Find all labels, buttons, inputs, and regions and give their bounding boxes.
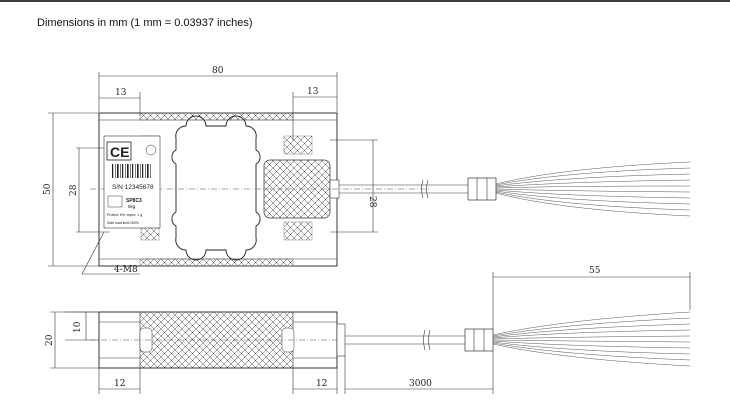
brand-logo-box [107,195,123,208]
label-spec-line: Protect: 6% ±spec: 1 g [107,213,142,217]
side-cable-sleeve [464,328,494,352]
side-view: 20 10 [45,266,691,394]
thread-callout-label: 4-M8 [114,265,138,275]
dim-left-offset-label: 13 [115,88,127,98]
dim-lead-label: 55 [589,266,601,276]
thread-callout: 4-M8 [81,231,140,275]
ce-mark-box [106,141,132,161]
page-heading: Dimensions in mm (1 mm = 0.03937 inches) [37,17,253,29]
barcode [112,164,151,178]
dim-right-end-label: 12 [316,379,327,389]
top-cable [339,177,497,201]
thread-hole-bottom-right [283,221,313,241]
dim-hole-spacing-right-label: 28 [367,196,377,208]
dim-side-inner: 10 [65,311,99,341]
dim-height: 50 [43,112,99,267]
label-safe-load-line: Safe load limit:150% [107,221,139,225]
flexure-cutout [171,115,261,261]
cable-sleeve [467,177,497,201]
cable-break [421,179,429,199]
recycle-icon [145,144,157,156]
top-edge-hatch [139,112,294,121]
top-wire-fan [495,161,691,217]
dim-side-height-label: 20 [45,334,55,346]
dim-hole-spacing-right: 28 [330,139,378,233]
capacity: 5kg [128,204,136,209]
dim-lead: 55 [492,266,691,330]
top-view: 80 13 13 50 28 [43,66,691,275]
dim-cable-label: 3000 [409,379,432,389]
dim-left-offset: 13 [99,88,141,116]
thread-hole-top-right [283,135,313,155]
side-wire-fan [492,311,691,367]
model-number: SP8C3 [126,198,142,204]
dim-width-label: 80 [212,66,224,76]
dim-right-offset: 13 [292,87,337,140]
side-cable-gland [336,323,346,357]
dim-right-end: 12 [292,368,338,394]
side-cable-break [423,329,431,351]
header-rule [0,0,730,2]
dim-left-end: 12 [98,368,141,394]
dim-cable: 3000 [344,351,494,394]
dim-left-end-label: 12 [114,379,125,389]
dim-hole-spacing-left-label: 28 [69,184,79,196]
serial-number: S/N 12345678 [112,184,154,191]
bottom-edge-hatch [139,258,294,267]
dim-height-label: 50 [43,183,53,195]
dim-width: 80 [98,66,338,112]
ce-mark: CE [110,144,129,160]
side-cable [345,328,494,352]
dim-side-inner-label: 10 [73,321,83,333]
product-label: CE S/N 12345678 [103,135,161,229]
dim-right-offset-label: 13 [307,87,319,97]
